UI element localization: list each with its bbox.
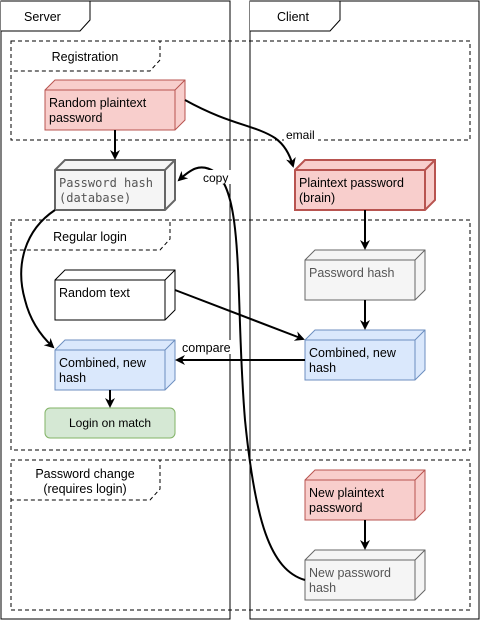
node-combined-hash-client-line1: Combined, new bbox=[309, 346, 397, 360]
edge-label-copy-text: copy bbox=[203, 171, 228, 185]
swimlane-client-label: Client bbox=[277, 10, 309, 24]
swimlane-server-label: Server bbox=[24, 10, 61, 24]
node-login-on-match: Login on match bbox=[44, 407, 176, 439]
node-combined-hash-client-line2: hash bbox=[309, 361, 336, 375]
group-password-change-label-line2: (requires login) bbox=[43, 482, 126, 496]
node-combined-hash-client: Combined, new hash bbox=[304, 329, 426, 381]
node-login-on-match-label: Login on match bbox=[69, 416, 151, 430]
node-combined-hash-server: Combined, new hash bbox=[54, 339, 176, 391]
node-random-text-label: Random text bbox=[59, 286, 130, 300]
group-registration: Registration bbox=[10, 40, 471, 141]
node-new-plaintext-password-line2: password bbox=[309, 501, 363, 515]
group-password-change: Password change (requires login) bbox=[10, 459, 471, 611]
node-password-hash-database-line1: Password hash bbox=[59, 176, 153, 190]
node-new-plaintext-password-line1: New plaintext bbox=[309, 486, 385, 500]
node-plaintext-password-brain: Plaintext password (brain) bbox=[294, 159, 436, 211]
node-new-password-hash-line1: New password bbox=[309, 566, 391, 580]
edge-label-compare-text: compare bbox=[182, 341, 231, 355]
group-password-change-label-line1: Password change bbox=[35, 467, 134, 481]
node-random-plaintext-password: Random plaintext password bbox=[44, 79, 186, 131]
node-password-hash-client: Password hash bbox=[304, 249, 426, 301]
edge-new-hash-copy-to-hash-db bbox=[177, 166, 306, 581]
node-new-password-hash-line2: hash bbox=[309, 581, 336, 595]
node-combined-hash-server-line1: Combined, new bbox=[59, 356, 147, 370]
edge-label-email-text: email bbox=[286, 128, 315, 142]
group-regular-login-label: Regular login bbox=[53, 230, 127, 244]
edge-label-compare: compare bbox=[180, 340, 236, 355]
node-password-hash-database-line2: (database) bbox=[59, 191, 131, 205]
swimlane-client: Client bbox=[249, 0, 480, 620]
node-random-text: Random text bbox=[54, 269, 176, 321]
node-new-password-hash: New password hash bbox=[304, 549, 426, 601]
node-new-plaintext-password: New plaintext password bbox=[304, 469, 426, 521]
edge-random-plaintext-to-brain bbox=[184, 99, 296, 168]
node-password-hash-database: Password hash (database) bbox=[54, 159, 176, 211]
edge-hash-db-to-combined-server bbox=[20, 209, 56, 349]
group-registration-label: Registration bbox=[52, 50, 119, 64]
group-regular-login: Regular login bbox=[10, 219, 471, 451]
edge-label-copy: copy bbox=[201, 170, 231, 185]
node-plaintext-password-brain-line2: (brain) bbox=[299, 191, 335, 205]
edge-label-email: email bbox=[284, 128, 318, 142]
node-plaintext-password-brain-line1: Plaintext password bbox=[299, 176, 404, 190]
node-random-plaintext-password-line2: password bbox=[49, 111, 103, 125]
node-random-plaintext-password-line1: Random plaintext bbox=[49, 96, 147, 110]
node-password-hash-client-label: Password hash bbox=[309, 266, 395, 280]
node-combined-hash-server-line2: hash bbox=[59, 371, 86, 385]
